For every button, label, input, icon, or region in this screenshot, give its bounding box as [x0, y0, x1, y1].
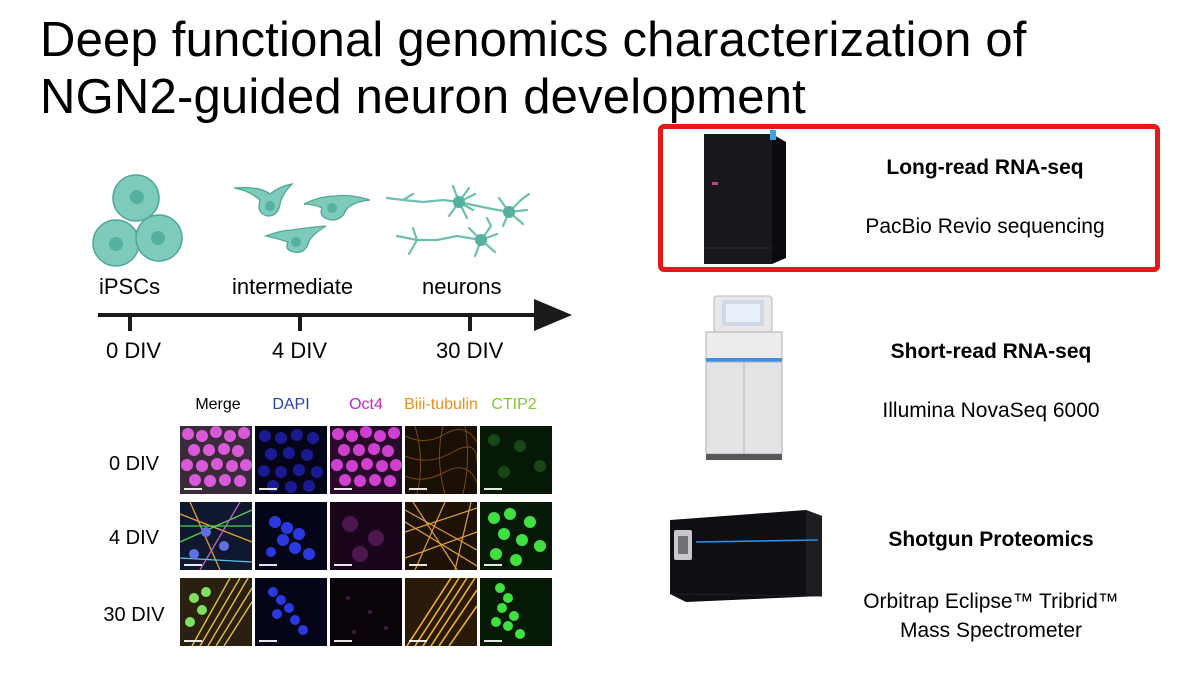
slide-title: Deep functional genomics characterizatio… [40, 12, 1180, 126]
stage-label-intermediate: intermediate [232, 274, 354, 299]
micrograph-30div-oct4 [330, 578, 402, 646]
micrograph-30div-merge [180, 578, 252, 646]
short-read-platform: Illumina NovaSeq 6000 [882, 399, 1100, 422]
ipsc-cluster-icon [92, 174, 183, 267]
micrograph-0div-biii-tubulin [405, 426, 477, 494]
micrograph-4div-merge [180, 502, 252, 570]
row-header-30-div: 30 DIV [103, 604, 165, 626]
long-read-title: Long-read RNA-seq [886, 156, 1084, 179]
slide-title-line-2: NGN2-guided neuron development [40, 70, 806, 124]
column-header-biii-tubulin: Biii-tubulin [404, 396, 478, 413]
micrograph-4div-dapi [255, 502, 327, 570]
row-header-4-div: 4 DIV [108, 527, 160, 549]
column-header-dapi: DAPI [272, 396, 310, 413]
column-header-oct4: Oct4 [349, 396, 383, 413]
micrograph-4div-oct4 [330, 502, 402, 570]
proteomics-platform-line-2: Mass Spectrometer [899, 619, 1083, 642]
row-header-0-div: 0 DIV [108, 453, 160, 475]
column-header-merge: Merge [195, 396, 241, 413]
micrograph-30div-ctip2 [480, 578, 552, 646]
long-read-platform: PacBio Revio sequencing [865, 215, 1105, 238]
day-label-4: 4 DIV [272, 338, 328, 363]
short-read-title: Short-read RNA-seq [890, 340, 1092, 363]
micrograph-30div-dapi [255, 578, 327, 646]
timeline-tick-30 [468, 315, 472, 331]
intermediate-cells-icon [233, 183, 371, 253]
stage-label-neurons: neurons [422, 274, 502, 299]
long-read-highlight-box [658, 124, 1160, 272]
micrograph-0div-merge [180, 426, 252, 494]
slide-title-line-1: Deep functional genomics characterizatio… [40, 13, 1027, 67]
micrograph-0div-oct4 [330, 426, 402, 494]
neurons-icon [385, 184, 531, 258]
proteomics-title: Shotgun Proteomics [888, 528, 1094, 551]
proteomics-platform-line-1: Orbitrap Eclipse™ Tribrid™ [863, 590, 1119, 613]
day-label-0: 0 DIV [106, 338, 162, 363]
pacbio-revio-sequencer-icon [704, 130, 786, 264]
timeline-axis [98, 313, 538, 317]
day-label-30: 30 DIV [436, 338, 504, 363]
micrograph-4div-ctip2 [480, 502, 552, 570]
micrograph-4div-biii-tubulin [405, 502, 477, 570]
illumina-novaseq-sequencer-icon [705, 295, 783, 460]
timeline-tick-4 [298, 315, 302, 331]
column-header-ctip2: CTIP2 [491, 396, 537, 413]
timeline-tick-0 [128, 315, 132, 331]
micrograph-30div-biii-tubulin [405, 578, 477, 646]
micrograph-0div-ctip2 [480, 426, 552, 494]
orbitrap-mass-spectrometer-icon [669, 510, 823, 602]
timeline-arrowhead [534, 299, 572, 331]
micrograph-0div-dapi [255, 426, 327, 494]
stage-label-ipscs: iPSCs [99, 274, 161, 299]
